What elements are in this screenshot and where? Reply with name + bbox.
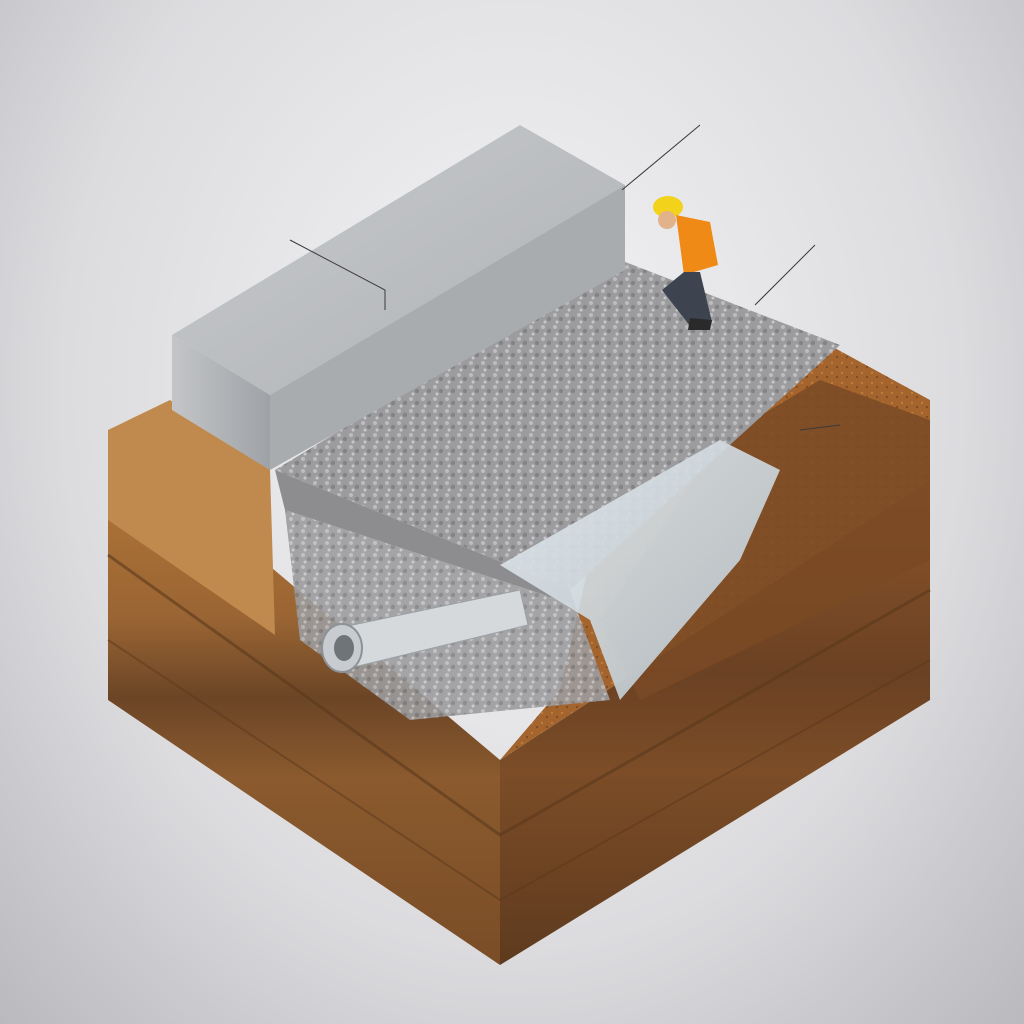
strata-line [107,553,931,837]
gravel-top-surface [275,260,840,590]
leader-line [289,239,386,310]
worker [653,196,718,330]
wall-footing [108,400,275,635]
perforated-drain-pipe [321,589,529,673]
concrete-wall [172,125,625,470]
leader-line [754,244,816,306]
gravel-front-edge [275,470,575,605]
pipe-bore [334,635,354,661]
leader-line [621,124,701,191]
callout-leaders [289,124,841,431]
safety-vest [676,215,718,275]
wall-front-face [172,335,270,470]
worker-legs [662,272,712,326]
strata-line [107,639,931,902]
worker-head [658,211,676,229]
leader-line [799,424,841,431]
filter-fabric [500,440,780,700]
wall-top-face [172,125,625,395]
wall-side-face [270,185,625,470]
helmet [653,196,683,218]
worker-boot [688,318,712,330]
